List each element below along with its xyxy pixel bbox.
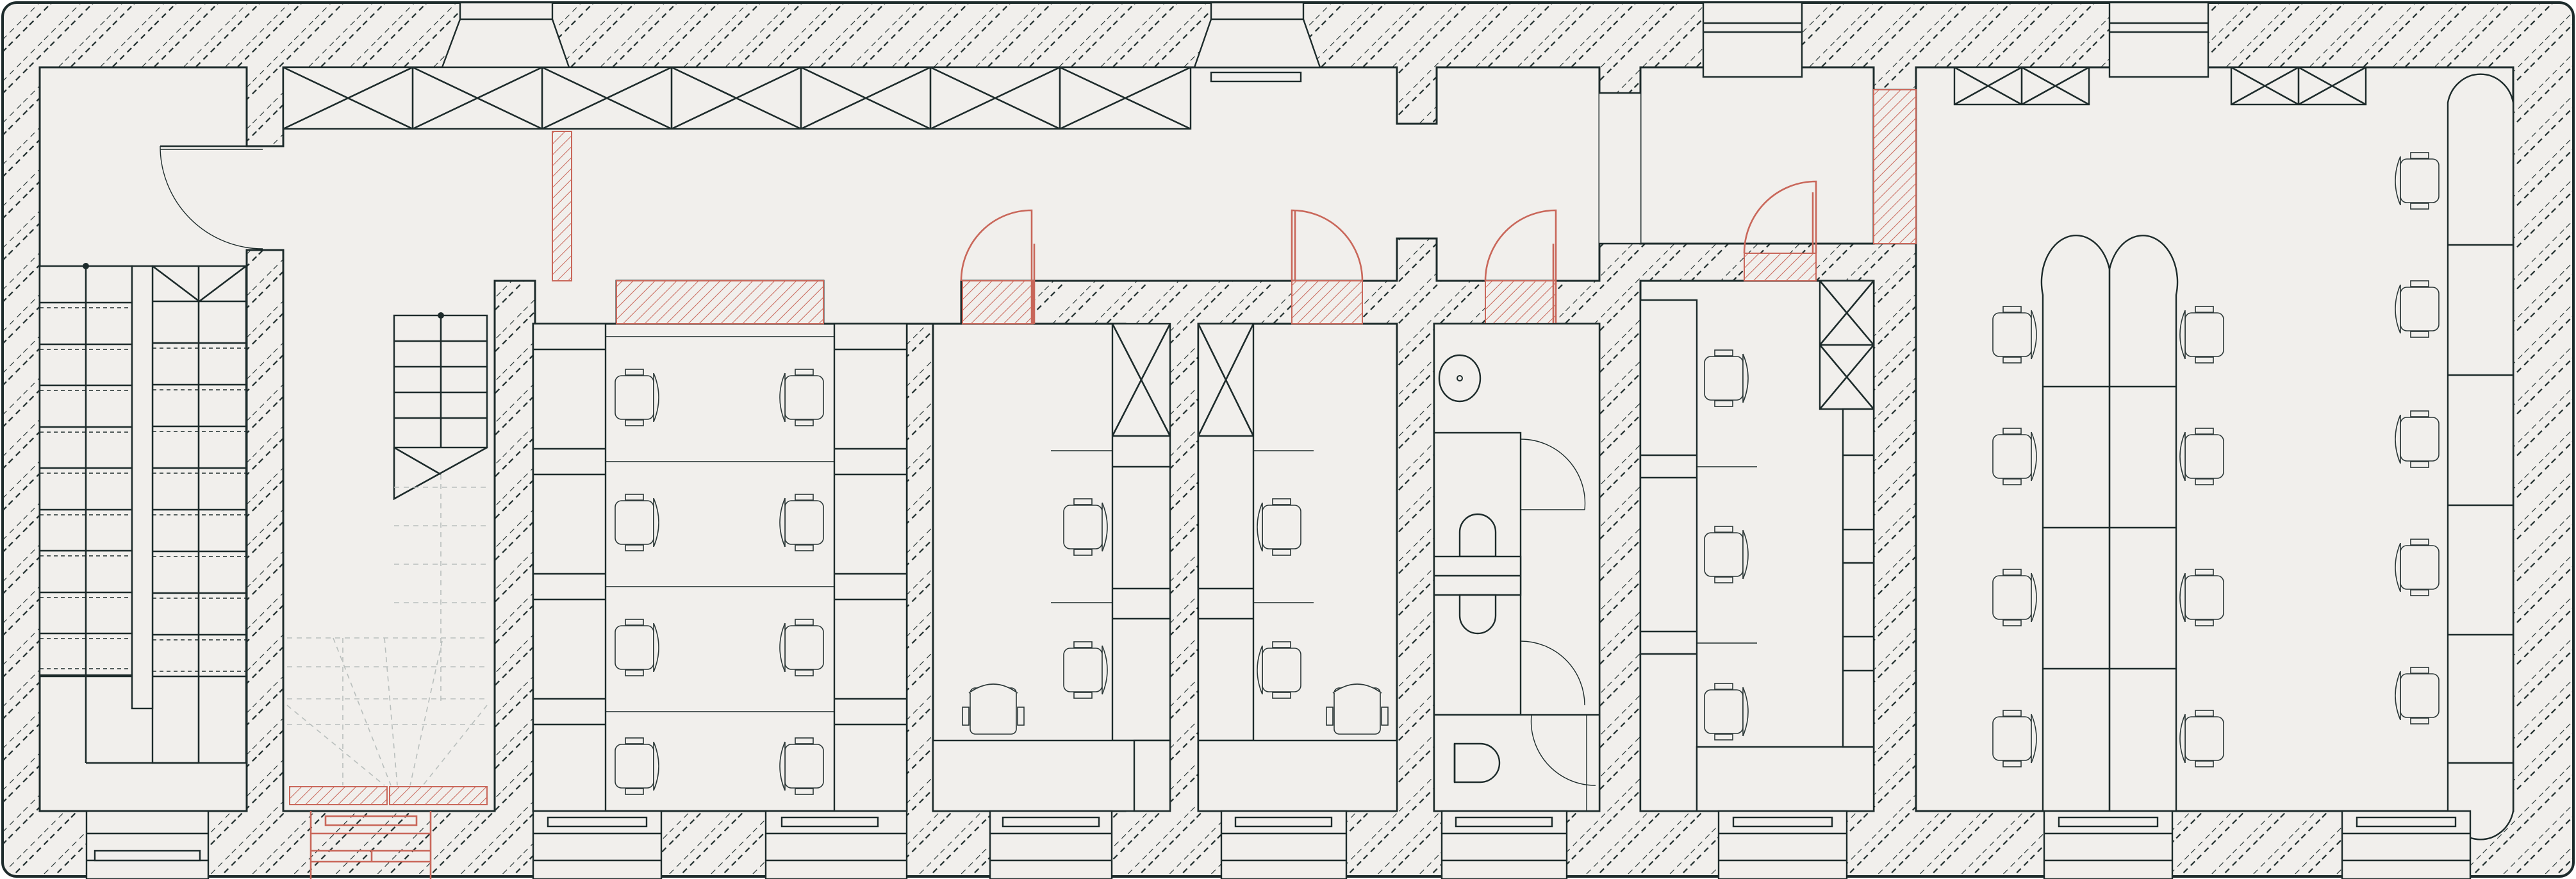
- meeting-wall-cabinet: [2447, 73, 2514, 841]
- sink-icon: [1438, 354, 1482, 403]
- bottom-windows: [85, 810, 2472, 879]
- chair-icon: [615, 494, 659, 551]
- office-2-desk-lines: [1051, 450, 1112, 603]
- wc-door-swings: [1520, 439, 1596, 811]
- stair-nosings-left: [40, 307, 132, 669]
- red-hatched-openings: [552, 89, 1917, 324]
- ventilation-shaft-icon: [1702, 1, 1803, 78]
- chair-icon: [1704, 683, 1749, 741]
- chair-icon: [962, 683, 1025, 735]
- chair-icon: [779, 494, 824, 551]
- chair-icon: [615, 369, 659, 426]
- dashed-stair-projection: [286, 474, 488, 786]
- chair-icon: [1257, 641, 1301, 699]
- office-4-detail: [1640, 280, 1874, 672]
- stair-nosings-right: [153, 347, 246, 672]
- ventilation-shafts: [441, 1, 2209, 78]
- chair-icon: [1704, 349, 1749, 407]
- office-3-desk-lines: [1253, 450, 1314, 603]
- office-1-cabinets: [532, 322, 908, 812]
- stair-treads-right: [153, 342, 246, 678]
- door-swing-icon: [1484, 209, 1557, 324]
- chair-icon: [779, 619, 824, 676]
- office-3-cabinet-detail: [1197, 323, 1255, 620]
- chair-icon: [1704, 526, 1749, 583]
- door-swing-icon: [1291, 209, 1364, 281]
- chair-icon: [2395, 410, 2440, 468]
- door-swing-icon: [160, 145, 263, 249]
- chairs: [615, 152, 2440, 795]
- office-4-desk-lines: [1697, 466, 1757, 644]
- chair-icon: [1992, 710, 2037, 767]
- chair-icon: [615, 619, 659, 676]
- chair-icon: [2179, 710, 2224, 767]
- door-swing-icon: [1743, 180, 1817, 254]
- office-1-desk-lines: [606, 336, 834, 712]
- office-2-cabinet-detail: [1111, 323, 1171, 620]
- chair-icon: [779, 737, 824, 795]
- door-swing-icon: [960, 209, 1036, 324]
- stair-treads-left: [40, 301, 132, 676]
- chair-icon: [2179, 569, 2224, 626]
- chair-icon: [1992, 569, 2037, 626]
- chair-icon: [1063, 498, 1108, 556]
- office-1-cabinet-shelves: [533, 348, 907, 726]
- radiator-icon: [289, 786, 488, 805]
- chair-icon: [2395, 280, 2440, 338]
- chair-icon: [2395, 667, 2440, 724]
- chair-icon: [2179, 428, 2224, 485]
- office-4-furniture: [1639, 280, 1875, 812]
- entrance-red: [310, 811, 432, 879]
- top-cabinet-dividers: [283, 66, 1191, 130]
- toilet-icon: [1433, 513, 1522, 635]
- conference-table: [2040, 235, 2179, 812]
- chair-icon: [2395, 152, 2440, 210]
- chair-icon: [1992, 428, 2037, 485]
- chair-icon: [615, 737, 659, 795]
- meeting-top-cabinet-x: [1954, 66, 2366, 106]
- chair-icon: [2395, 539, 2440, 596]
- window-icon: [1210, 71, 1302, 83]
- staircase-icon: [393, 312, 488, 501]
- chair-icon: [779, 369, 824, 426]
- chair-icon: [2179, 306, 2224, 364]
- ventilation-shaft-icon: [441, 1, 570, 69]
- toilet-icon: [1453, 742, 1501, 783]
- office-2-furniture: [932, 322, 1171, 812]
- chair-icon: [1063, 641, 1108, 699]
- chair-icon: [1326, 683, 1389, 735]
- ventilation-shaft-icon: [2108, 1, 2209, 78]
- chair-icon: [1992, 306, 2037, 364]
- chair-icon: [1257, 498, 1301, 556]
- office-3-furniture: [1197, 322, 1398, 812]
- ventilation-shaft-icon: [1193, 1, 1321, 69]
